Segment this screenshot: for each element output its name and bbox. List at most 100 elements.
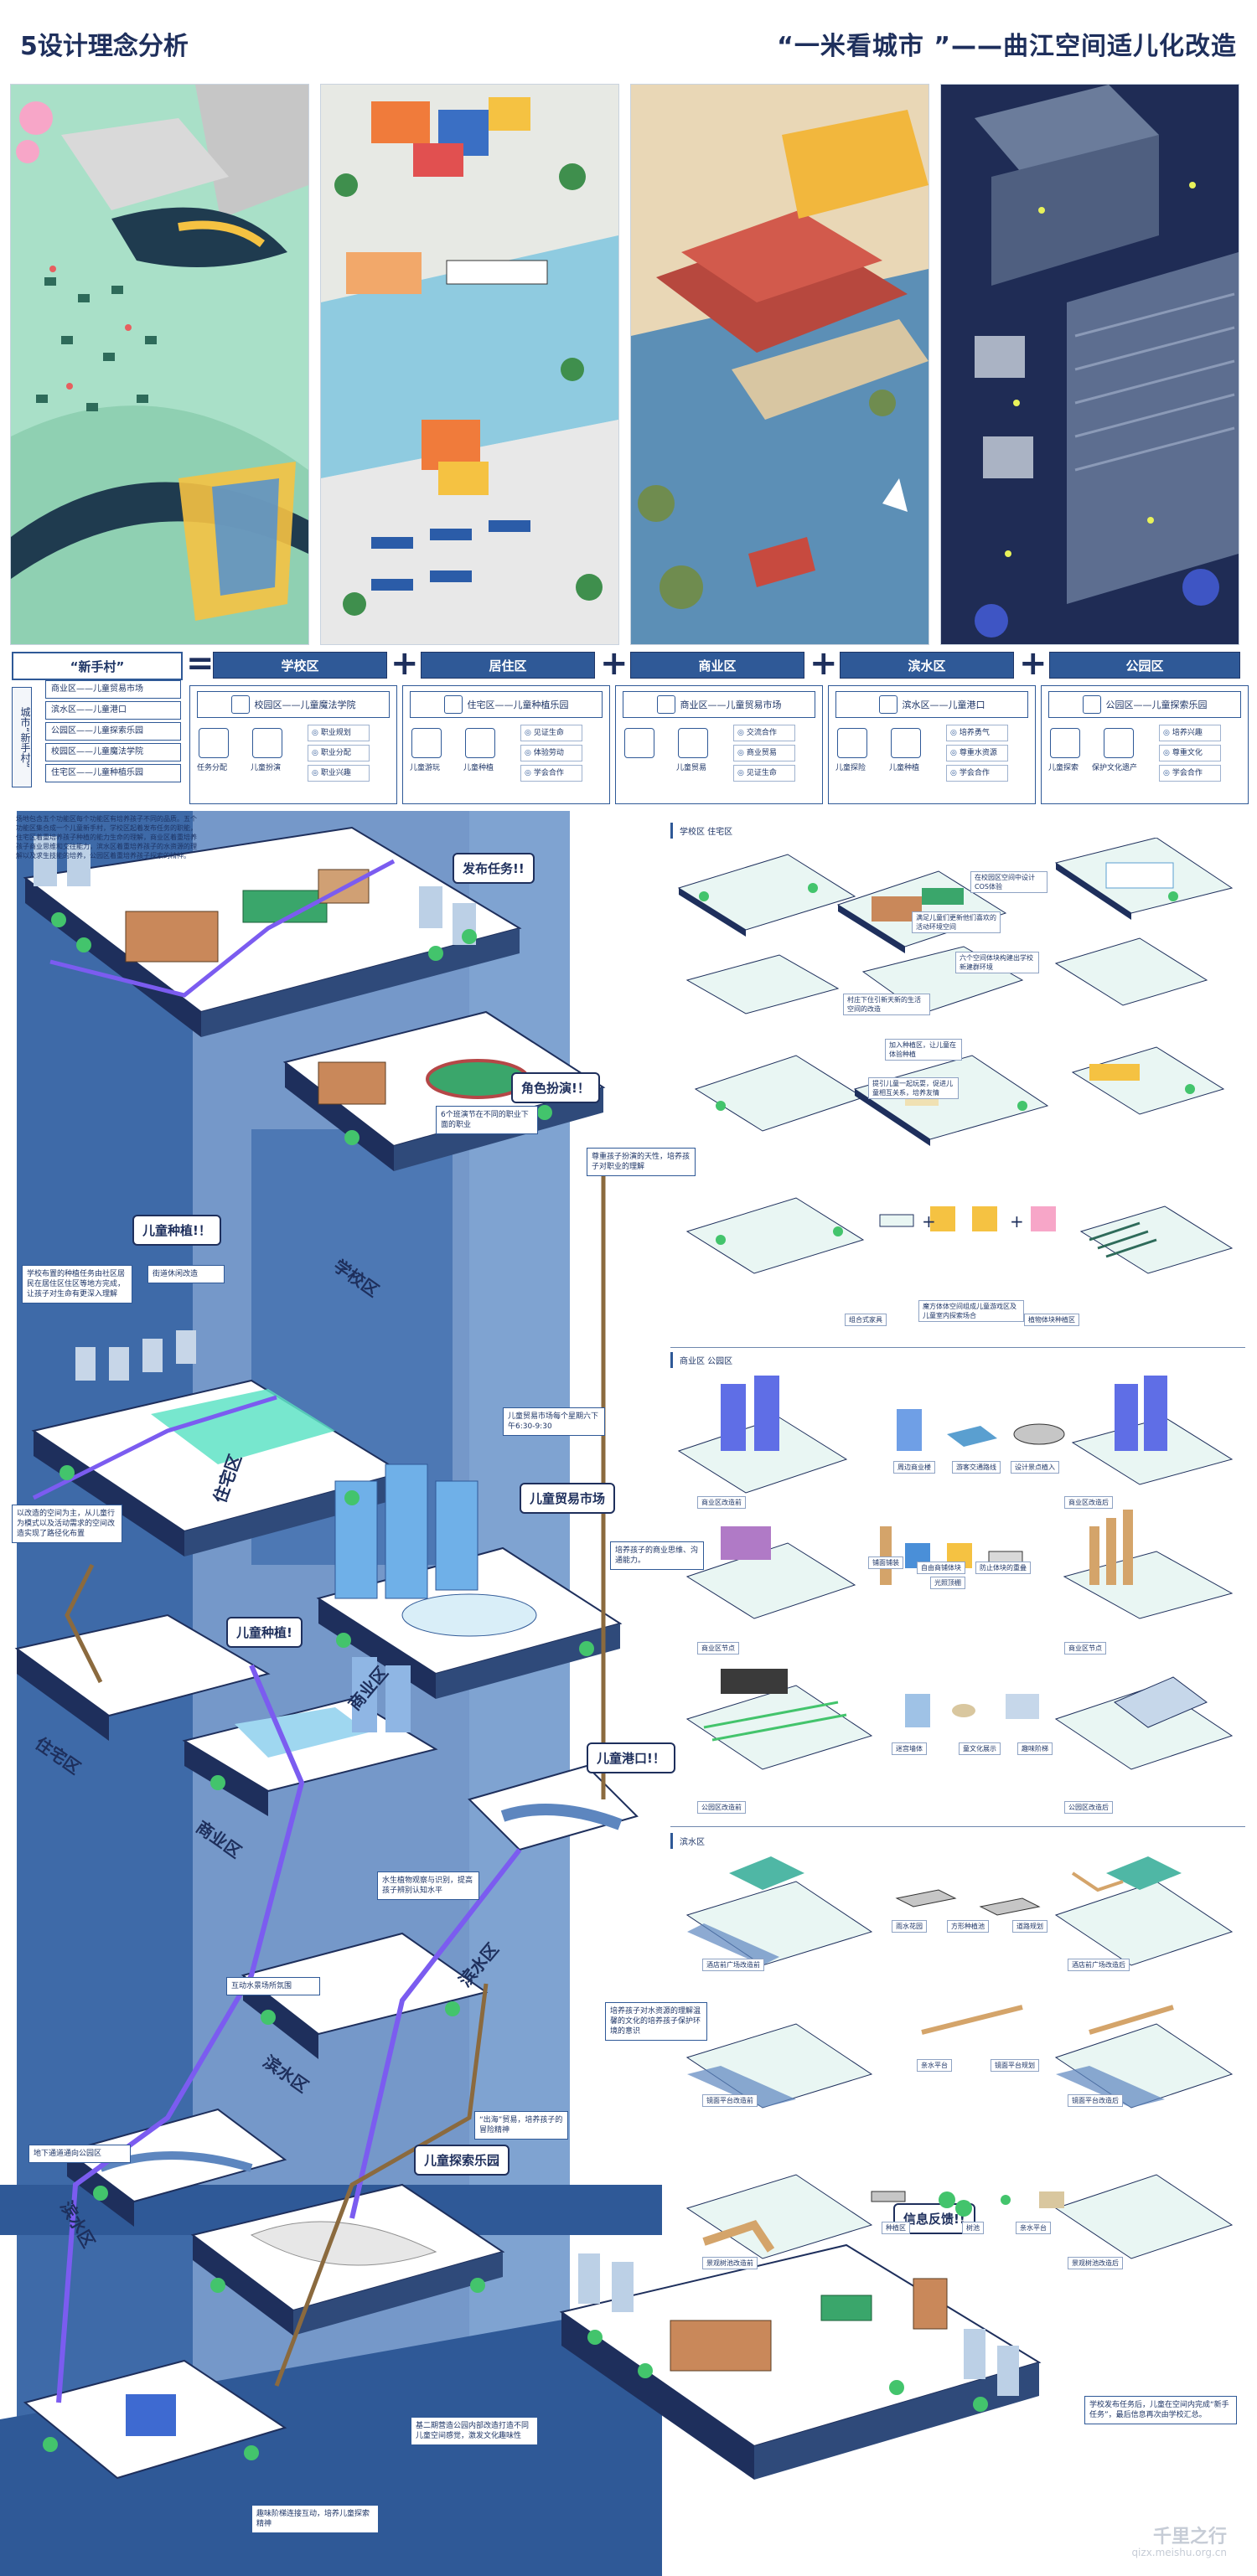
zone-card-head: 商业区——儿童贸易市场 [623, 691, 815, 718]
footer-logo: 千里之行 [1152, 2527, 1227, 2548]
zone-card-item: 学会合作 [1159, 765, 1221, 782]
caption: 种植区 [882, 2222, 910, 2234]
caption: 满足儿童们更新他们喜欢的活动环境空间 [912, 911, 1001, 933]
zone-list-item: 商业区——儿童贸易市场 [45, 680, 181, 699]
callout-info-feedback: 信息反馈!! [893, 2203, 975, 2234]
money-icon [624, 728, 654, 758]
equals-sign: = [186, 644, 215, 683]
zone-card-caption: 儿童种植 [463, 764, 494, 772]
viking-helmet-icon [252, 728, 282, 758]
caption: 植物体块种植区 [1024, 1314, 1079, 1326]
caption: 迷宫墙体 [892, 1742, 927, 1755]
caption: 铺面铺装 [868, 1556, 903, 1569]
zone-card-caption: 儿童扮演 [251, 764, 282, 772]
zone-card-caption: 儿童探险 [835, 764, 866, 772]
caption: 商业区改造后 [1064, 1496, 1113, 1509]
explorer-icon [1104, 728, 1134, 758]
note-task-summary: 学校发布任务后，儿童在空间内完成“新手任务”，最后信息再次由学校汇总。 [1084, 2396, 1237, 2424]
note-planting-task: 学校布置的种植任务由社区居民在居住区住区等地方完成，让孩子对生命有更深入理解 [22, 1265, 132, 1303]
axon-intro-text: 场地包含五个功能区每个功能区有培养孩子不同的品质。五个功能区集合成一个儿童新手村… [16, 815, 197, 860]
zone-card-caption: 儿童种植 [889, 764, 920, 772]
zone-list-item: 滨水区——儿童港口 [45, 701, 181, 720]
caption: 在校园区空间中设计COS体验 [970, 871, 1048, 893]
footer-url: qizx.meishu.org.cn [1131, 2547, 1227, 2558]
zone-card-item: 交流合作 [733, 725, 795, 741]
section-title-commercial-park: 商业区 公园区 [670, 1352, 740, 1368]
note-sea-adventure: “出海”贸易，培养孩子的冒险精神 [474, 2111, 568, 2140]
caption: 魔方体体空间组成儿童游戏区及儿童室内探索场合 [918, 1300, 1024, 1322]
note-park-renovation: 基二期营造公园内部改造打造不同儿童空间感觉，激发文化趣味性 [411, 2417, 538, 2445]
zone-card-item: 职业规划 [308, 725, 370, 741]
formula-zone-school: 学校区 [213, 652, 387, 679]
plus-sign: + [600, 644, 628, 683]
farmer-icon [465, 728, 495, 758]
formula-zone-residential: 居住区 [421, 652, 595, 679]
zone-card-head: 滨水区——儿童港口 [835, 691, 1028, 718]
formula-zone-commercial: 商业区 [630, 652, 804, 679]
caption: 自由商铺体块 [917, 1562, 965, 1574]
zone-card-residential: 住宅区——儿童种植乐园 儿童游玩 儿童种植 见证生命 体验劳动 学会合作 [402, 685, 610, 804]
plus-sign: + [1019, 644, 1048, 683]
section-waterfront-diagrams [685, 1856, 1234, 2259]
caption: 雨水花园 [892, 1920, 927, 1933]
new-village-vertical-label: 城市“新手村” [12, 687, 32, 787]
sprout-icon [443, 695, 463, 714]
zone-list-item: 住宅区——儿童种植乐园 [45, 764, 181, 782]
trade-icon [678, 728, 708, 758]
caption: 镜面平台改造前 [702, 2094, 758, 2107]
caption: 六个空间体块构建出学校新建群环境 [955, 952, 1039, 973]
farmer-icon [891, 728, 921, 758]
zone-list: 商业区——儿童贸易市场 滨水区——儿童港口 公园区——儿童探索乐园 校园区——儿… [45, 680, 181, 785]
note-fun-stairs: 趣味阶梯连接互动，培养儿童探索精神 [251, 2505, 379, 2533]
zone-card-head: 公园区——儿童探索乐园 [1048, 691, 1241, 718]
zone-card-item: 商业贸易 [733, 745, 795, 761]
caption: 组合式家具 [845, 1314, 887, 1326]
zone-card-park: 公园区——儿童探索乐园 儿童探索 保护文化遗产 培养兴趣 尊重文化 学会合作 [1041, 685, 1249, 804]
caption: 加入种植区，让儿童在体验种植 [885, 1039, 962, 1061]
zone-card-item: 尊重文化 [1159, 745, 1221, 761]
caption: 游客交通路线 [952, 1461, 1001, 1474]
section-commercial-park-diagrams [677, 1376, 1234, 1770]
task-list-icon [199, 728, 229, 758]
illustration-panel-waterfront-pavilion [630, 84, 929, 645]
zone-list-item: 校园区——儿童魔法学院 [45, 743, 181, 761]
zone-card-caption: 儿童游玩 [410, 764, 441, 772]
zone-list-item: 公园区——儿童探索乐园 [45, 722, 181, 741]
zone-card-caption: 儿童探索 [1048, 764, 1079, 772]
flag-icon [411, 728, 442, 758]
caption: 亲水平台 [1016, 2222, 1051, 2234]
zone-card-item: 见证生命 [733, 765, 795, 782]
caption: 光照顶棚 [930, 1577, 965, 1589]
page-subtitle: “一米看城市 ”——曲江空间适儿化改造 [777, 32, 1237, 61]
caption: 商业区节点 [697, 1642, 739, 1655]
magnifier-icon [1050, 728, 1080, 758]
svg-text:+: + [1010, 1211, 1024, 1231]
note-respect-role-play: 尊重孩子扮演的天性，培养孩子对职业的理解 [587, 1148, 696, 1176]
zone-card-waterfront: 滨水区——儿童港口 儿童探险 儿童种植 培养勇气 尊重水资源 学会合作 [828, 685, 1036, 804]
callout-children-market: 儿童贸易市场 [520, 1483, 616, 1514]
callout-publish-task: 发布任务!! [453, 853, 535, 884]
illustration-panel-night-stairs [940, 84, 1239, 645]
caption: 防止体块的重叠 [975, 1562, 1031, 1574]
zone-card-item: 职业兴趣 [308, 765, 370, 782]
note-behavior-pattern: 以改造的空间为主，从儿童行为模式以及活动需求的空间改造实现了路径化布置 [12, 1505, 122, 1543]
caption: 商业区改造前 [697, 1496, 746, 1509]
formula-zone-waterfront: 滨水区 [840, 652, 1014, 679]
zone-card-item: 尊重水资源 [946, 745, 1008, 761]
zone-card-school: 校园区——儿童魔法学院 任务分配 儿童扮演 职业规划 职业分配 职业兴趣 [189, 685, 397, 804]
caption: 提引儿童一起玩耍，促进儿童相互关系，培养友情 [868, 1077, 959, 1099]
note-street-renovation: 街道休闲改造 [147, 1265, 225, 1283]
zone-card-item: 体验劳动 [520, 745, 582, 761]
svg-text:+: + [922, 1211, 936, 1231]
caption: 景观树池改造前 [702, 2257, 758, 2269]
pirate-flag-icon [837, 728, 867, 758]
caption: 镜面平台改造后 [1068, 2094, 1123, 2107]
callout-children-planting: 儿童种植!！ [132, 1215, 221, 1246]
note-business-thinking: 培养孩子的商业思维、沟通能力。 [610, 1541, 704, 1570]
zone-card-item: 学会合作 [520, 765, 582, 782]
zone-card-item: 培养兴趣 [1159, 725, 1221, 741]
caption: 方形种植池 [947, 1920, 989, 1933]
ship-icon [878, 695, 897, 714]
callout-children-explore-park: 儿童探索乐园 [414, 2145, 510, 2176]
zone-card-commercial: 商业区——儿童贸易市场 儿童贸易 交流合作 商业贸易 见证生命 [615, 685, 823, 804]
